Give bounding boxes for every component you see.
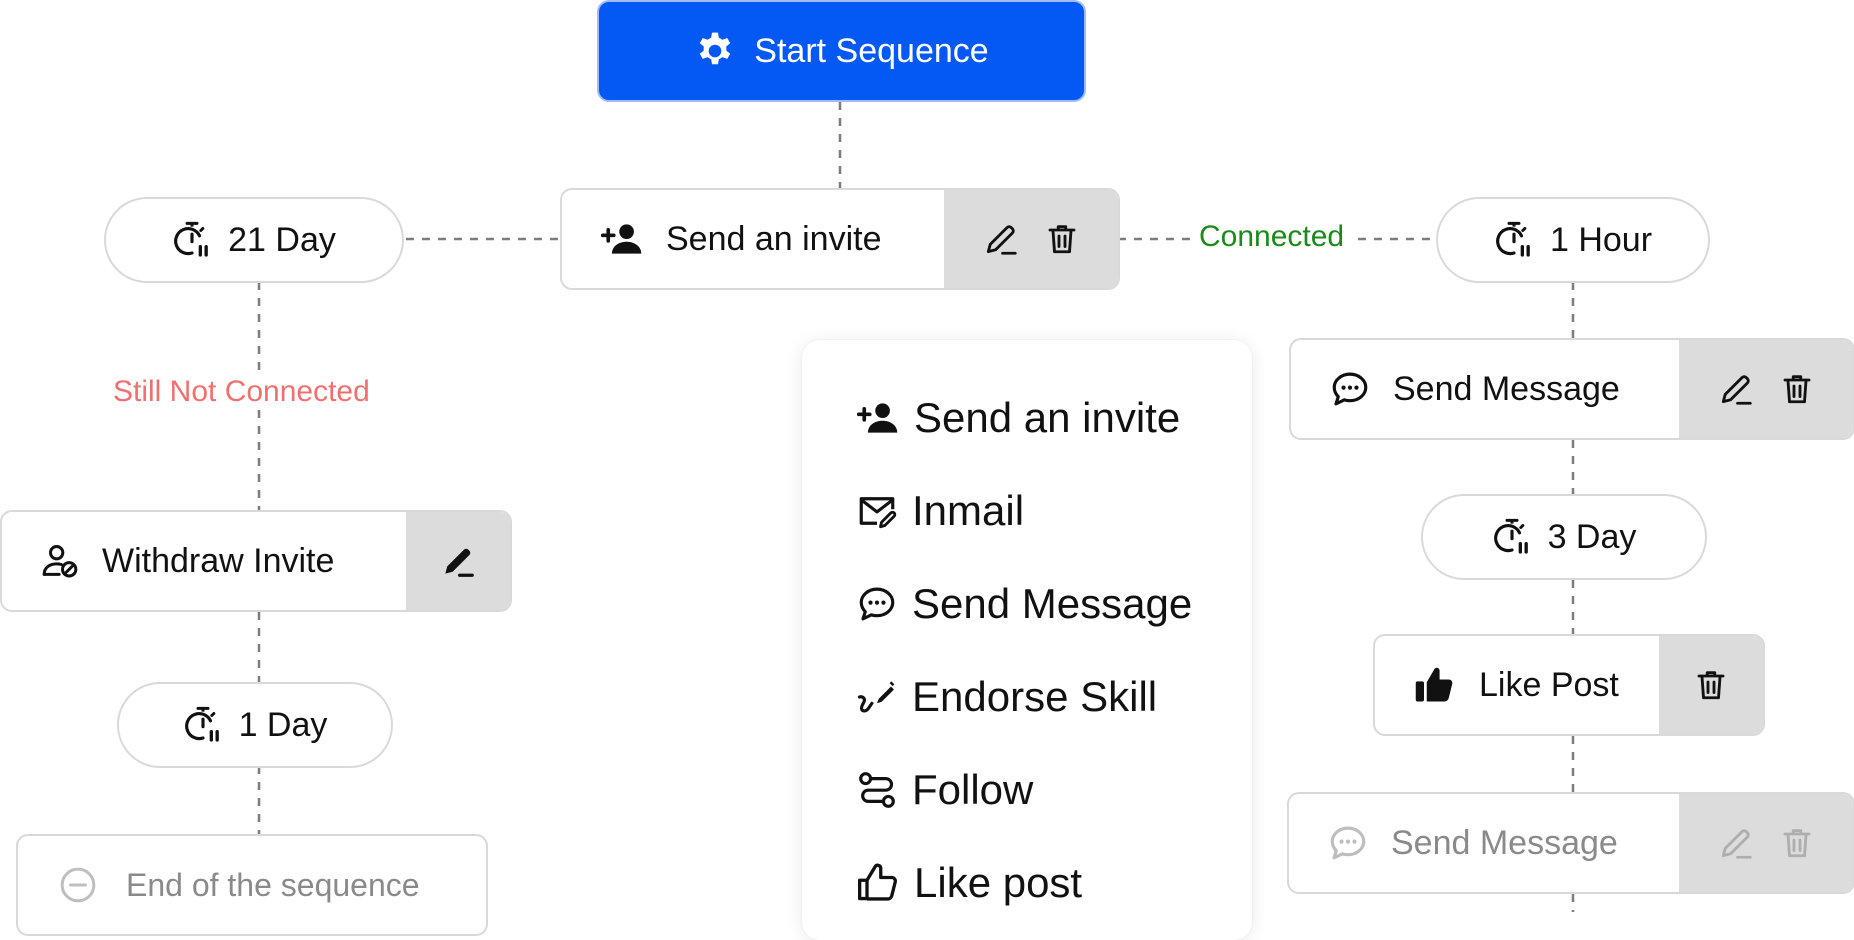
send-message-2-main[interactable]: Send Message [1289, 794, 1679, 892]
thumbs-up-icon [856, 861, 900, 905]
chat-bubble-icon [856, 583, 898, 625]
user-block-icon [40, 541, 80, 581]
delay-1-hour-label: 1 Hour [1549, 220, 1653, 259]
send-message-2-node[interactable]: Send Message [1287, 792, 1854, 894]
menu-item-label: Endorse Skill [912, 673, 1158, 720]
delay-3-day-pill[interactable]: 3 Day [1421, 494, 1707, 580]
menu-item-inmail[interactable]: Inmail [856, 487, 1024, 535]
delay-1-hour-pill[interactable]: 1 Hour [1436, 197, 1710, 283]
send-invite-label: Send an invite [666, 219, 882, 258]
timer-icon [172, 220, 212, 260]
timer-icon [183, 705, 223, 745]
mail-edit-icon [856, 490, 898, 532]
start-sequence-label: Start Sequence [754, 31, 989, 70]
action-menu: Send an invite Inmail Send Message Endor… [802, 340, 1252, 940]
trash-icon[interactable] [1693, 667, 1729, 703]
menu-item-label: Like post [914, 859, 1083, 906]
edit-icon[interactable] [1717, 370, 1755, 408]
send-message-2-label: Send Message [1391, 823, 1618, 862]
edit-filled-icon[interactable] [439, 542, 477, 580]
send-message-actions [1679, 340, 1853, 438]
like-post-label: Like Post [1479, 665, 1619, 704]
like-post-actions [1659, 636, 1763, 734]
signature-pen-icon [856, 676, 898, 718]
delay-1-day-label: 1 Day [238, 705, 328, 744]
menu-item-label: Follow [912, 766, 1034, 813]
withdraw-invite-node[interactable]: Withdraw Invite [0, 510, 512, 612]
end-of-sequence-main[interactable]: End of the sequence [18, 836, 486, 934]
thumbs-up-filled-icon [1413, 663, 1457, 707]
not-connected-branch-label: Still Not Connected [105, 375, 378, 409]
send-message-main[interactable]: Send Message [1291, 340, 1679, 438]
trash-icon[interactable] [1779, 371, 1815, 407]
edit-icon[interactable] [1717, 824, 1755, 862]
menu-item-label: Send Message [912, 580, 1193, 627]
connected-branch-label: Connected [1191, 220, 1353, 254]
send-invite-actions [944, 190, 1118, 288]
edit-icon[interactable] [982, 220, 1020, 258]
follow-route-icon [856, 769, 898, 811]
delay-3-day-label: 3 Day [1547, 517, 1637, 556]
withdraw-invite-label: Withdraw Invite [102, 541, 335, 580]
delay-1-day-pill[interactable]: 1 Day [117, 682, 393, 768]
like-post-main[interactable]: Like Post [1375, 636, 1659, 734]
end-of-sequence-node[interactable]: End of the sequence [16, 834, 488, 936]
menu-item-send-invite[interactable]: Send an invite [856, 394, 1180, 442]
send-message-node[interactable]: Send Message [1289, 338, 1854, 440]
delay-21-day-pill[interactable]: 21 Day [104, 197, 404, 283]
trash-icon[interactable] [1779, 825, 1815, 861]
timer-icon [1494, 220, 1534, 260]
minus-circle-icon [58, 865, 98, 905]
withdraw-invite-main[interactable]: Withdraw Invite [2, 512, 406, 610]
timer-icon [1492, 517, 1532, 557]
delay-21-day-label: 21 Day [228, 220, 336, 259]
person-add-icon [600, 217, 644, 261]
menu-item-like-post[interactable]: Like post [856, 859, 1082, 907]
send-invite-main[interactable]: Send an invite [562, 190, 944, 288]
menu-item-label: Send an invite [914, 394, 1181, 441]
end-of-sequence-label: End of the sequence [126, 866, 420, 903]
menu-item-send-message[interactable]: Send Message [856, 580, 1192, 628]
chat-bubble-icon [1329, 368, 1371, 410]
gear-icon [694, 30, 736, 72]
like-post-node[interactable]: Like Post [1373, 634, 1765, 736]
send-invite-node[interactable]: Send an invite [560, 188, 1120, 290]
menu-item-follow[interactable]: Follow [856, 766, 1033, 814]
chat-bubble-icon [1327, 822, 1369, 864]
send-message-2-actions [1679, 794, 1853, 892]
menu-item-label: Inmail [912, 487, 1025, 534]
send-message-label: Send Message [1393, 369, 1620, 408]
withdraw-invite-actions [406, 512, 510, 610]
person-add-icon [856, 396, 900, 440]
start-sequence-button[interactable]: Start Sequence [597, 0, 1086, 102]
menu-item-endorse-skill[interactable]: Endorse Skill [856, 673, 1157, 721]
trash-icon[interactable] [1044, 221, 1080, 257]
